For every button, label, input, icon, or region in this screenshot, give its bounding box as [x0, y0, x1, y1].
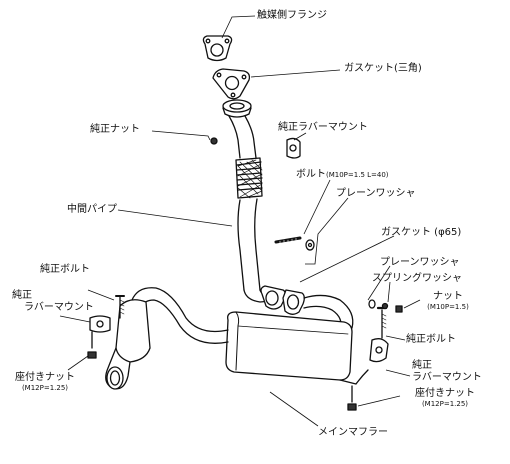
- label-stock-rubber-mount-top: 純正ラバーマウント: [278, 122, 368, 133]
- label-plain-washer-mid: プレーンワッシャ: [380, 257, 460, 268]
- label-stock-bolt-left: 純正ボルト: [40, 264, 90, 275]
- leader-rubber-mount-top: [293, 132, 307, 141]
- label-gasket-65: ガスケット (φ65): [381, 227, 462, 238]
- label-spring-washer: スプリングワッシャ: [372, 273, 462, 284]
- label-stock-nut: 純正ナット: [90, 124, 140, 135]
- triangle-gasket-part: [212, 68, 251, 100]
- bolt-name: ボルト: [296, 169, 326, 180]
- leader-rubber-mount-right: [385, 369, 411, 377]
- rubber-mount-left-line1: 純正: [12, 290, 32, 301]
- main-muffler-part: [225, 311, 353, 381]
- leader-gasket-triangle: [250, 69, 341, 78]
- leader-gasket-65: [299, 235, 395, 283]
- tail-silencer-part: [105, 299, 151, 390]
- flex-pipe-section: [235, 157, 263, 199]
- seated-nut-left-name: 座付きナット: [15, 372, 75, 383]
- leader-spring-washer: [387, 281, 391, 303]
- center-pipe-part: [237, 198, 283, 303]
- leader-bolt: [303, 179, 331, 235]
- bolt-part: [274, 236, 315, 251]
- leader-catalyst-flange: [221, 15, 256, 39]
- leader-stock-bolt-left: [87, 289, 115, 301]
- left-mount-hardware: [87, 295, 125, 359]
- label-stock-rubber-mount-left: 純正 ラバーマウント: [12, 290, 94, 314]
- leader-seated-nut-right: [357, 395, 401, 407]
- leader-rubber-mount-left: [59, 315, 91, 323]
- seated-nut-right-spec: (M12P=1.25): [421, 400, 469, 408]
- label-plain-washer-top: プレーンワッシャ: [336, 188, 416, 199]
- label-main-muffler: メインマフラー: [318, 427, 388, 438]
- leader-stock-bolt-right: [385, 335, 406, 341]
- right-mount-hardware: [339, 306, 389, 411]
- label-stock-bolt-right: 純正ボルト: [406, 334, 456, 345]
- nut-right-spec: (M10P=1.5): [427, 303, 469, 311]
- leader-plain-washer-mid: [367, 265, 391, 301]
- leader-center-pipe: [117, 209, 233, 227]
- nut-right-name: ナット: [433, 291, 463, 302]
- rubber-mount-right-line2: ラバーマウント: [412, 372, 482, 383]
- seated-nut-left-spec: (M12P=1.25): [21, 384, 69, 392]
- leader-stock-nut: [151, 130, 211, 141]
- pipe-top-flange: [222, 99, 252, 118]
- label-nut-right: ナット (M10P=1.5): [420, 291, 476, 311]
- label-seated-nut-left: 座付きナット (M12P=1.25): [2, 372, 88, 392]
- rubber-mount-right-line1: 純正: [412, 360, 432, 371]
- catalyst-flange-part: [202, 35, 233, 62]
- leader-main-muffler: [269, 391, 319, 427]
- label-gasket-triangle: ガスケット(三角): [344, 63, 422, 74]
- label-bolt: ボルト(M10P=1.5 L=40): [296, 169, 389, 181]
- leader-seated-nut-left: [67, 355, 89, 371]
- upper-rubber-mount: [286, 137, 301, 159]
- mid-flange-part: [260, 285, 305, 315]
- leader-nut-right: [403, 299, 421, 309]
- stock-nut-part: [210, 137, 218, 145]
- leader-plain-washer-top: [305, 197, 349, 265]
- label-catalyst-flange: 触媒側フランジ: [257, 10, 327, 21]
- label-stock-rubber-mount-right: 純正 ラバーマウント: [412, 360, 482, 384]
- bolt-spec: (M10P=1.5 L=40): [326, 171, 389, 179]
- front-pipe-section: [228, 115, 257, 159]
- nut-washer-stack: [368, 299, 403, 313]
- label-seated-nut-right: 座付きナット (M12P=1.25): [400, 388, 490, 408]
- seated-nut-right-name: 座付きナット: [415, 388, 475, 399]
- rubber-mount-left-line2: ラバーマウント: [24, 302, 94, 313]
- label-center-pipe: 中間パイプ: [67, 204, 117, 215]
